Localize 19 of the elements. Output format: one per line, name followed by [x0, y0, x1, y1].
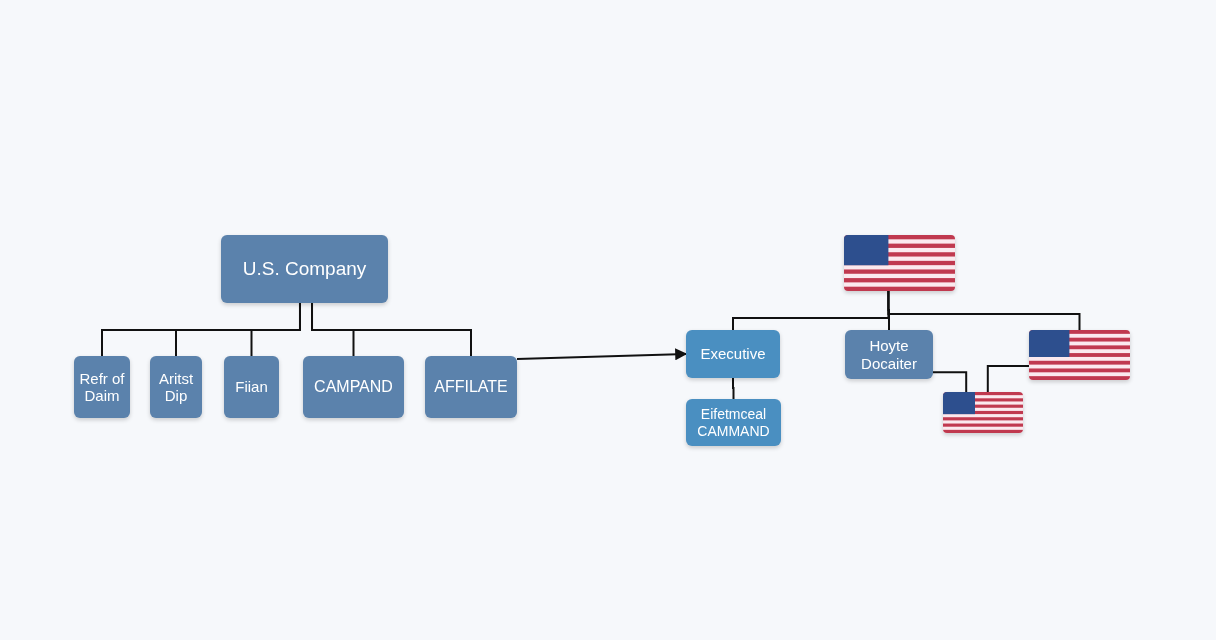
connector-line — [250, 302, 301, 357]
org-box: Fiian — [224, 356, 279, 418]
flag-drawing — [844, 235, 955, 291]
org-box: Executive — [686, 330, 780, 378]
connector-line — [732, 377, 735, 400]
org-box: Refr of Daim — [74, 356, 130, 418]
connector-line — [986, 365, 1030, 393]
flag-drawing — [1029, 330, 1130, 380]
flag-drawing — [943, 392, 1023, 433]
org-box: AFFILATE — [425, 356, 517, 418]
org-box: Aritst Dip — [150, 356, 202, 418]
org-box: Eifetmceal CAMMAND — [686, 399, 781, 446]
org-box: CAMPAND — [303, 356, 404, 418]
arrow — [516, 348, 688, 361]
org-box: Hoyte Docaiter — [845, 330, 933, 379]
connector-line — [887, 290, 1081, 331]
org-box: U.S. Company — [221, 235, 388, 303]
connector-line — [311, 302, 472, 357]
connector-line — [932, 371, 968, 393]
